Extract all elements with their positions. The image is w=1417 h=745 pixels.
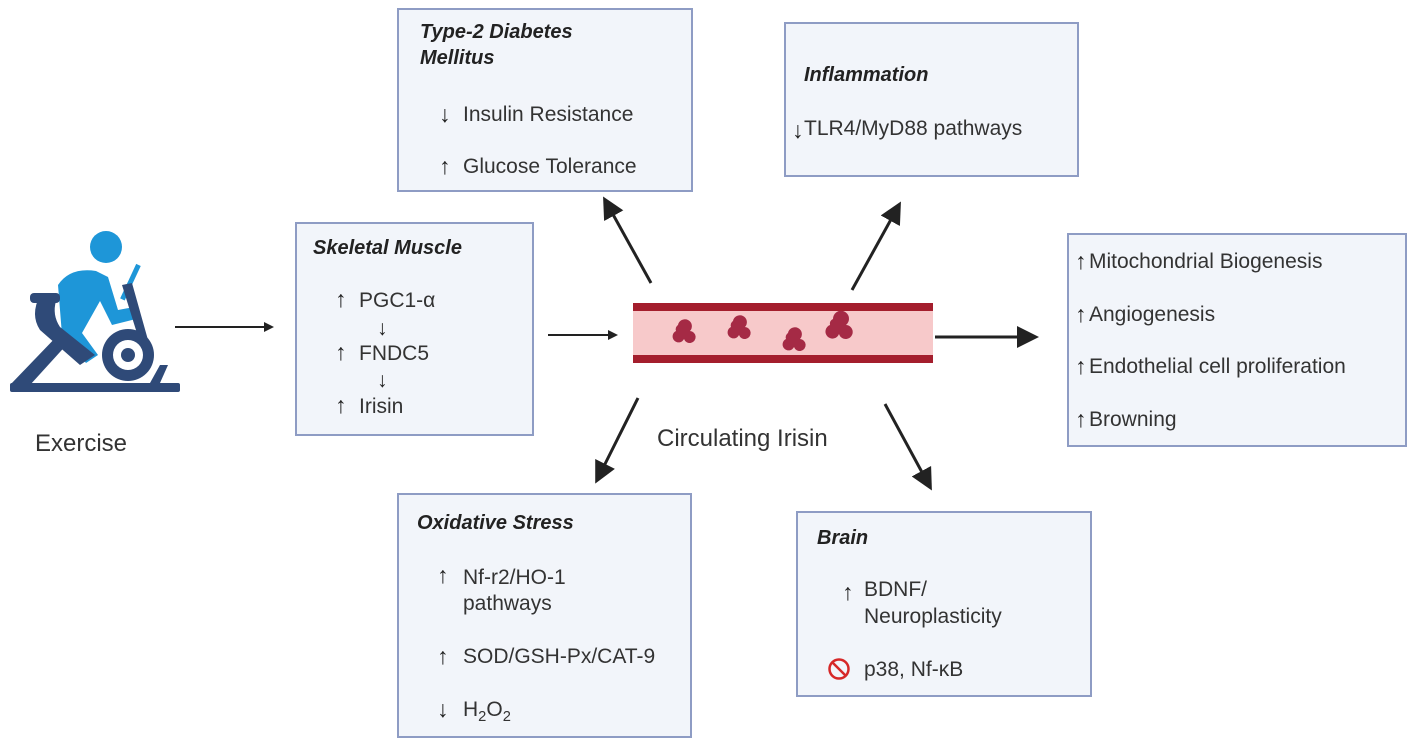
h2o2-label: H2O2 bbox=[463, 698, 511, 726]
insulin-resistance-label: Insulin Resistance bbox=[463, 103, 634, 126]
oxidative-stress-box: Oxidative Stress ↑ Nf-r2/HO-1 pathways ↑… bbox=[397, 493, 692, 738]
fndc5-label: FNDC5 bbox=[359, 342, 430, 365]
down-arrow-icon: ↓ bbox=[439, 101, 451, 127]
brain-title: Brain bbox=[817, 527, 869, 549]
angiogenesis-label: Angiogenesis bbox=[1089, 303, 1216, 326]
up-arrow-icon: ↑ bbox=[842, 579, 854, 605]
up-arrow-icon: ↑ bbox=[1075, 406, 1087, 432]
t2dm-title-line1: Type-2 Diabetes bbox=[420, 21, 573, 43]
down-arrow-icon: ↓ bbox=[437, 696, 449, 722]
exercise-label: Exercise bbox=[35, 430, 128, 457]
vessel-to-oxidative-arrow bbox=[595, 397, 640, 484]
blood-vessel-icon bbox=[633, 303, 933, 363]
circulating-irisin-label: Circulating Irisin bbox=[657, 425, 828, 452]
bdnf-label: BDNF/ bbox=[864, 578, 927, 601]
up-arrow-icon: ↑ bbox=[335, 339, 347, 365]
nfr2-label-line2: pathways bbox=[463, 592, 552, 615]
t2dm-box: Type-2 Diabetes Mellitus ↓ Insulin Resis… bbox=[397, 8, 693, 192]
nfr2-label: Nf-r2/HO-1 bbox=[463, 566, 566, 589]
up-arrow-icon: ↑ bbox=[1075, 301, 1087, 327]
up-arrow-icon: ↑ bbox=[437, 562, 449, 588]
oxidative-stress-title: Oxidative Stress bbox=[417, 512, 574, 534]
down-arrow-icon: ↓ bbox=[377, 369, 388, 392]
browning-label: Browning bbox=[1089, 408, 1177, 431]
up-arrow-icon: ↑ bbox=[439, 153, 451, 179]
up-arrow-icon: ↑ bbox=[437, 643, 449, 669]
brain-box: Brain ↑ BDNF/ Neuroplasticity p38, Nf-κB bbox=[796, 511, 1092, 697]
effects-box: ↑ Mitochondrial Biogenesis ↑ Angiogenesi… bbox=[1067, 233, 1407, 447]
up-arrow-icon: ↑ bbox=[335, 286, 347, 312]
irisin-label: Irisin bbox=[359, 395, 404, 418]
endothelial-proliferation-label: Endothelial cell proliferation bbox=[1089, 355, 1346, 378]
down-arrow-icon: ↓ bbox=[377, 317, 388, 340]
vessel-to-t2dm-arrow bbox=[603, 196, 653, 284]
vessel-to-inflammation-arrow bbox=[850, 201, 901, 291]
inflammation-title: Inflammation bbox=[804, 64, 929, 86]
inflammation-box: Inflammation ↓ TLR4/MyD88 pathways bbox=[784, 22, 1079, 177]
bdnf-label-line2: Neuroplasticity bbox=[864, 605, 1002, 628]
sod-label: SOD/GSH-Px/CAT-9 bbox=[463, 645, 656, 668]
skeletal-muscle-box: Skeletal Muscle ↑ PGC1-α ↓ ↑ FNDC5 ↓ ↑ I… bbox=[295, 222, 534, 436]
t2dm-title-line2: Mellitus bbox=[420, 47, 495, 69]
pgc1a-label: PGC1-α bbox=[359, 289, 436, 312]
no-symbol-icon bbox=[828, 658, 850, 680]
tlr4-label: TLR4/MyD88 pathways bbox=[804, 117, 1023, 140]
vessel-to-brain-arrow bbox=[883, 403, 932, 491]
cyclist-icon bbox=[10, 231, 180, 392]
p38-label: p38, Nf-κB bbox=[864, 658, 964, 681]
skeletal-muscle-title: Skeletal Muscle bbox=[313, 237, 462, 259]
glucose-tolerance-label: Glucose Tolerance bbox=[463, 155, 637, 178]
mitochondrial-biogenesis-label: Mitochondrial Biogenesis bbox=[1089, 250, 1323, 273]
up-arrow-icon: ↑ bbox=[1075, 353, 1087, 379]
up-arrow-icon: ↑ bbox=[1075, 248, 1087, 274]
down-arrow-icon: ↓ bbox=[792, 117, 804, 143]
up-arrow-icon: ↑ bbox=[335, 392, 347, 418]
exercise-group: Exercise bbox=[0, 215, 200, 475]
